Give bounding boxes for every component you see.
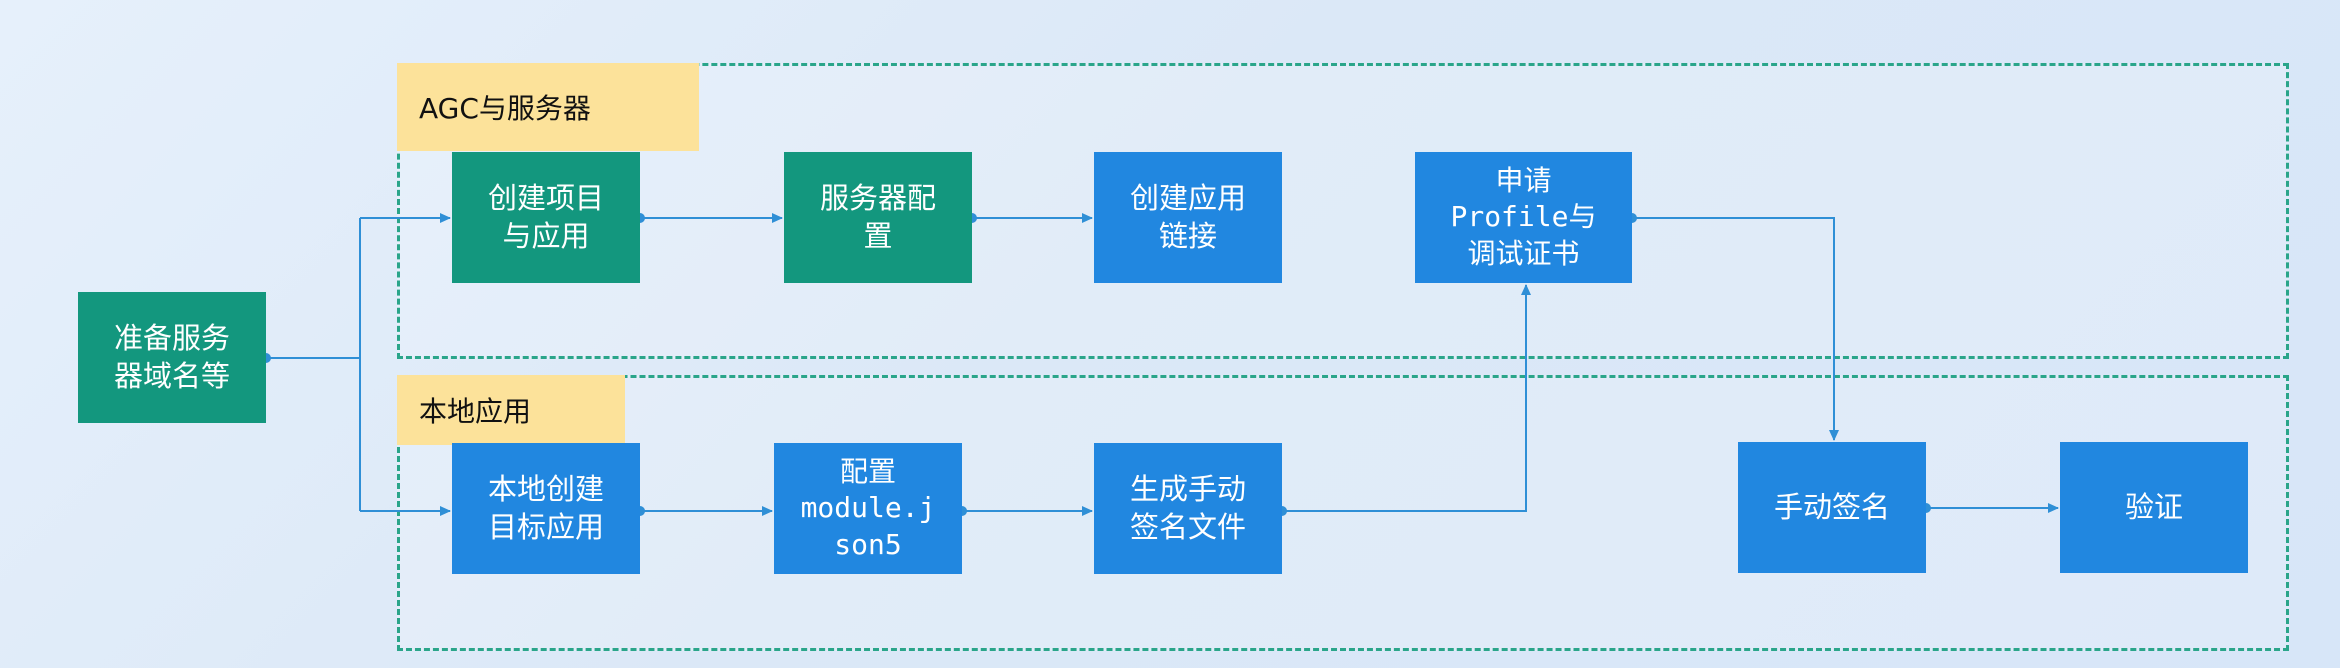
connector-gen-sign-apply-profile bbox=[1282, 284, 1531, 512]
node-prepare-server-domain[interactable]: 准备服务 器域名等 bbox=[78, 292, 266, 423]
node-manual-sign[interactable]: 手动签名 bbox=[1738, 442, 1926, 573]
node-create-project-app[interactable]: 创建项目 与应用 bbox=[452, 152, 640, 283]
group-label-agc-server: AGC与服务器 bbox=[397, 63, 699, 151]
group-agc-server bbox=[397, 63, 2289, 359]
group-local-app bbox=[397, 375, 2289, 651]
node-config-module-json5[interactable]: 配置 module.j son5 bbox=[774, 443, 962, 574]
node-generate-sign-file[interactable]: 生成手动 签名文件 bbox=[1094, 443, 1282, 574]
connector-apply-profile-manual-sign bbox=[1632, 217, 1839, 441]
node-apply-profile-cert[interactable]: 申请 Profile与 调试证书 bbox=[1415, 152, 1632, 283]
node-verify[interactable]: 验证 bbox=[2060, 442, 2248, 573]
node-server-config[interactable]: 服务器配 置 bbox=[784, 152, 972, 283]
group-label-local-app: 本地应用 bbox=[397, 375, 625, 445]
node-local-create-app[interactable]: 本地创建 目标应用 bbox=[452, 443, 640, 574]
node-create-app-link[interactable]: 创建应用 链接 bbox=[1094, 152, 1282, 283]
